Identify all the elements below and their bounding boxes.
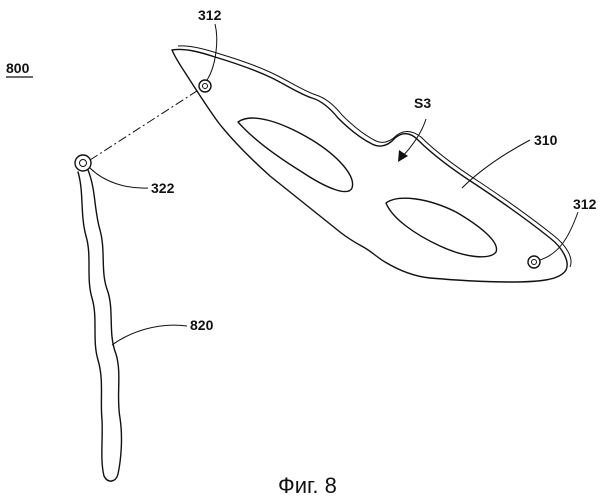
label-820: 820	[190, 317, 214, 333]
figure-caption: Фиг. 8	[278, 473, 337, 498]
hole-312-right	[528, 256, 540, 268]
stick-820	[75, 155, 121, 481]
eye-hole-right	[386, 198, 497, 257]
stick-outline	[78, 170, 121, 481]
mask-edge-thickness	[178, 46, 571, 267]
hole-312-top	[199, 80, 211, 92]
leader-312-right	[540, 212, 578, 260]
label-s3: S3	[414, 95, 431, 111]
label-310: 310	[534, 132, 558, 148]
leader-820	[112, 325, 187, 345]
label-322: 322	[151, 180, 175, 196]
arrow-s3	[398, 119, 426, 162]
label-312-top: 312	[198, 7, 222, 23]
mask-310	[172, 46, 571, 282]
leader-322	[90, 168, 148, 188]
stick-ring-322	[75, 155, 91, 171]
assembly-line	[90, 89, 200, 160]
label-312-right: 312	[573, 196, 597, 212]
mask-outline	[172, 49, 567, 282]
label-800: 800	[6, 60, 30, 76]
eye-hole-left	[238, 118, 353, 192]
leader-310	[462, 140, 530, 188]
